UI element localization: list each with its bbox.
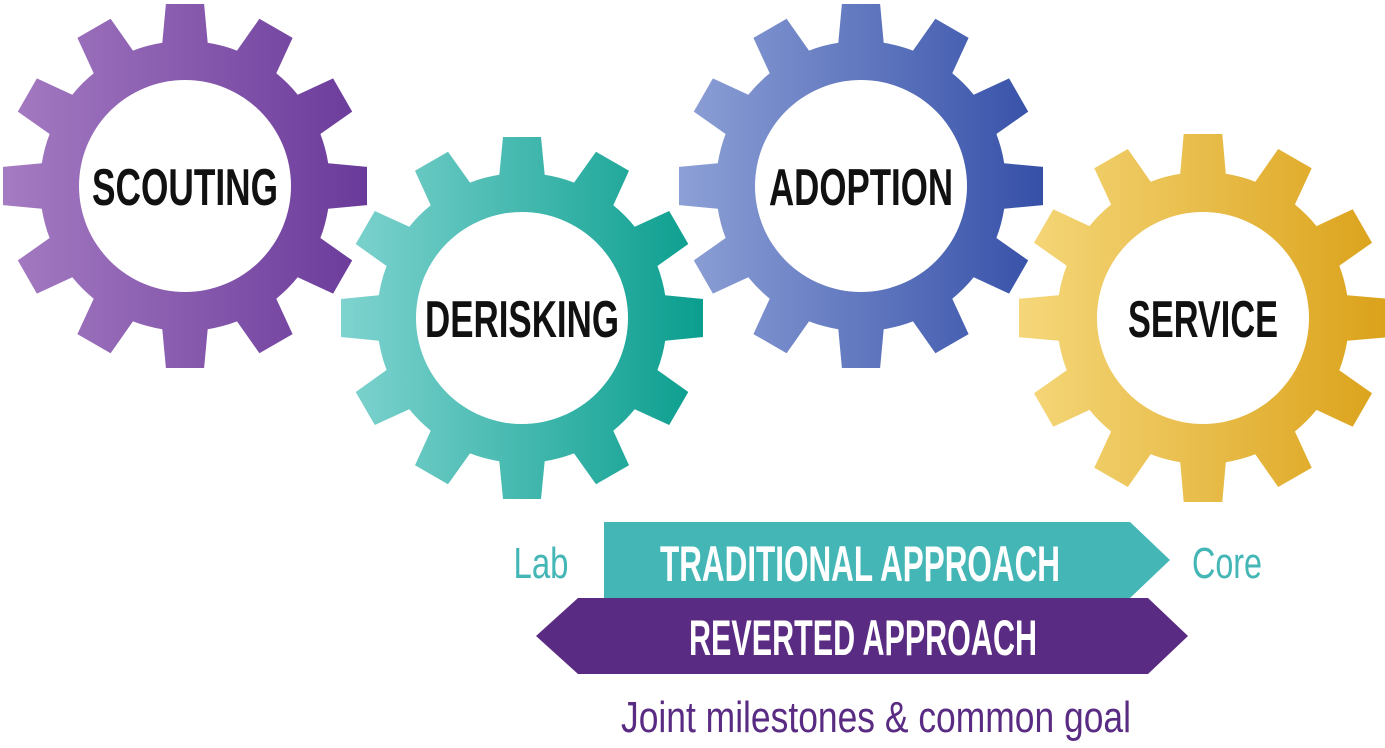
gear-derisking: DERISKING <box>341 137 703 499</box>
gear-adoption: ADOPTION <box>679 4 1043 368</box>
reverted-approach-label: REVERTED APPROACH <box>689 610 1037 666</box>
gear-adoption-hub <box>755 80 967 292</box>
reverted-approach-arrow: REVERTED APPROACH <box>536 598 1188 674</box>
gear-derisking-hub <box>416 212 628 424</box>
gear-derisking-label: DERISKING <box>425 291 619 349</box>
traditional-approach-arrow: TRADITIONAL APPROACH <box>604 522 1170 598</box>
gear-adoption-label: ADOPTION <box>769 159 953 217</box>
gear-service-hub <box>1097 212 1309 424</box>
traditional-approach-label: TRADITIONAL APPROACH <box>660 536 1060 592</box>
gear-service-label: SERVICE <box>1128 291 1278 349</box>
gear-service: SERVICE <box>1019 134 1385 502</box>
reverted-approach-shape <box>536 598 1188 674</box>
gear-scouting-label: SCOUTING <box>92 159 278 217</box>
gear-scouting-hub <box>79 80 291 292</box>
core-label: Core <box>1192 539 1262 588</box>
lab-label: Lab <box>514 539 569 588</box>
footer-caption: Joint milestones & common goal <box>621 693 1131 742</box>
gear-scouting: SCOUTING <box>3 4 367 368</box>
traditional-approach-shape <box>604 522 1170 598</box>
